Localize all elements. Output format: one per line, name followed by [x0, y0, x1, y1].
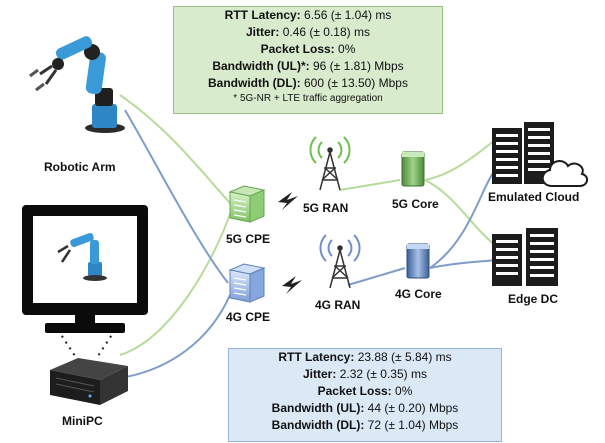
link-5gcore-to-edge	[424, 179, 496, 246]
link-minipc-to-5gcpe	[119, 207, 233, 356]
jitter-row: Jitter: 0.46 (± 0.18) ms	[246, 25, 370, 39]
label-4g-cpe: 4G CPE	[226, 310, 271, 324]
label-robotic-arm: Robotic Arm	[44, 160, 116, 174]
bw-dl-row: Bandwidth (DL): 72 (± 1.04) Mbps	[271, 418, 459, 432]
monitor-icon	[22, 205, 148, 333]
link-4gran-to-4gcore	[347, 267, 406, 286]
label-5g-ran: 5G RAN	[303, 201, 349, 215]
datacenter-icon	[492, 228, 558, 286]
bw-dl-row: Bandwidth (DL): 600 (± 13.50) Mbps	[208, 76, 408, 90]
link-5gran-to-5gcore	[339, 179, 401, 191]
links-5g	[119, 94, 496, 356]
stats-box-5g: RTT Latency: 6.56 (± 1.04) ms Jitter: 0.…	[173, 6, 443, 114]
server-icon	[401, 151, 425, 187]
stats-box-4g: RTT Latency: 23.88 (± 5.84) ms Jitter: 2…	[228, 348, 502, 442]
link-minipc-to-4gcpe	[119, 294, 231, 379]
label-emulated-cloud: Emulated Cloud	[488, 190, 580, 204]
bw-ul-row: Bandwidth (UL)*: 96 (± 1.81) Mbps	[212, 59, 404, 73]
label-4g-core: 4G Core	[395, 287, 442, 301]
server-icon	[406, 243, 430, 279]
links-4g	[119, 109, 496, 379]
antenna-icon	[309, 136, 351, 191]
link-arm-to-4gcpe	[124, 109, 229, 284]
rtt-row: RTT Latency: 23.88 (± 5.84) ms	[278, 350, 452, 364]
antenna-icon	[319, 234, 361, 289]
jitter-row: Jitter: 2.32 (± 0.35) ms	[303, 367, 427, 381]
cloud-icon	[541, 160, 588, 187]
datacenter-icon	[492, 122, 554, 184]
cpe-5g-icon	[228, 185, 266, 223]
footnote: * 5G-NR + LTE traffic aggregation	[233, 93, 383, 104]
loss-row: Packet Loss: 0%	[317, 384, 413, 398]
label-5g-core: 5G Core	[392, 197, 439, 211]
rtt-row: RTT Latency: 6.56 (± 1.04) ms	[224, 8, 392, 22]
link-arm-to-5gcpe	[119, 94, 231, 204]
label-5g-cpe: 5G CPE	[226, 232, 271, 246]
robot-arm-icon	[29, 36, 125, 133]
cpe-4g-icon	[228, 263, 266, 303]
minipc-icon	[50, 358, 128, 405]
label-edge-dc: Edge DC	[508, 292, 559, 306]
link-5gcore-to-cloud	[424, 139, 496, 181]
link-4gcore-to-cloud	[429, 169, 496, 269]
hdmi-dotted-links	[57, 329, 116, 357]
wireless-bolt-icon	[278, 192, 302, 294]
label-minipc: MiniPC	[62, 414, 103, 428]
link-4gcore-to-edge	[429, 259, 496, 269]
bw-ul-row: Bandwidth (UL): 44 (± 0.20) Mbps	[271, 401, 459, 415]
label-4g-ran: 4G RAN	[315, 298, 361, 312]
loss-row: Packet Loss: 0%	[260, 42, 356, 56]
